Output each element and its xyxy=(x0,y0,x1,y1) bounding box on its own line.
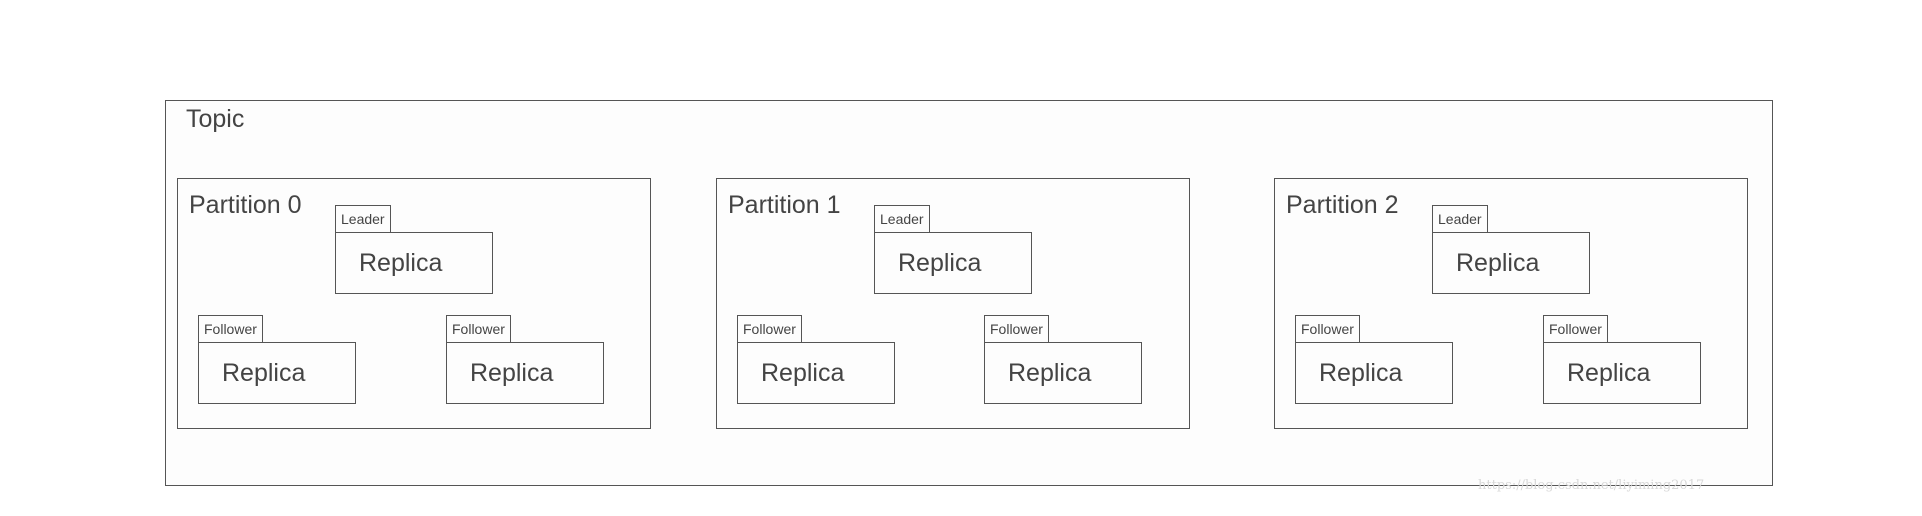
partition-label: Partition 1 xyxy=(728,191,841,219)
replica-box: Replica xyxy=(198,342,356,404)
follower-replica: Follower Replica xyxy=(1295,315,1453,404)
topic-box: Topic Partition 0 Leader Replica Followe… xyxy=(165,100,1773,486)
replica-box: Replica xyxy=(1295,342,1453,404)
partition-label: Partition 2 xyxy=(1286,191,1399,219)
replica-box: Replica xyxy=(1543,342,1701,404)
follower-replica: Follower Replica xyxy=(984,315,1142,404)
replica-box: Replica xyxy=(335,232,493,294)
replica-box: Replica xyxy=(737,342,895,404)
replica-box: Replica xyxy=(1432,232,1590,294)
partition-box-1: Partition 1 Leader Replica Follower Repl… xyxy=(716,178,1190,429)
topic-label: Topic xyxy=(186,105,245,133)
leader-replica: Leader Replica xyxy=(874,205,1032,294)
watermark-url: https://blog.csdn.net/liyiming2017 xyxy=(1478,478,1705,493)
follower-tag: Follower xyxy=(1543,315,1608,342)
follower-replica: Follower Replica xyxy=(446,315,604,404)
follower-replica: Follower Replica xyxy=(737,315,895,404)
partition-label: Partition 0 xyxy=(189,191,302,219)
follower-tag: Follower xyxy=(984,315,1049,342)
leader-tag: Leader xyxy=(335,205,391,232)
partition-box-2: Partition 2 Leader Replica Follower Repl… xyxy=(1274,178,1748,429)
follower-replica: Follower Replica xyxy=(1543,315,1701,404)
leader-tag: Leader xyxy=(1432,205,1488,232)
follower-tag: Follower xyxy=(1295,315,1360,342)
leader-tag: Leader xyxy=(874,205,930,232)
leader-replica: Leader Replica xyxy=(335,205,493,294)
follower-tag: Follower xyxy=(737,315,802,342)
follower-tag: Follower xyxy=(446,315,511,342)
replica-box: Replica xyxy=(984,342,1142,404)
leader-replica: Leader Replica xyxy=(1432,205,1590,294)
follower-replica: Follower Replica xyxy=(198,315,356,404)
replica-box: Replica xyxy=(874,232,1032,294)
partition-box-0: Partition 0 Leader Replica Follower Repl… xyxy=(177,178,651,429)
replica-box: Replica xyxy=(446,342,604,404)
follower-tag: Follower xyxy=(198,315,263,342)
